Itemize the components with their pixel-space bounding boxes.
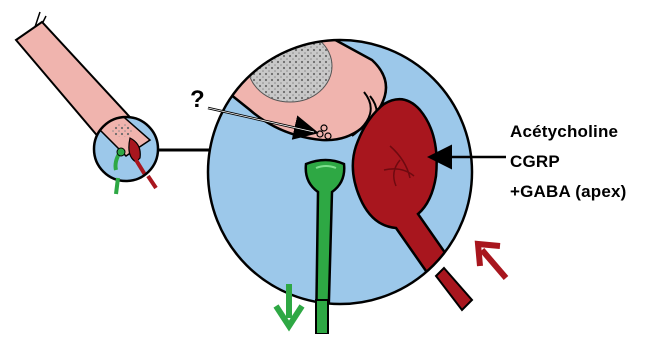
small-efferent-fiber [148, 176, 156, 188]
afferent-fiber [316, 300, 328, 334]
small-afferent-fiber [116, 178, 118, 194]
neurotransmitter-acetylcholine: Acétycholine [510, 122, 618, 142]
neurotransmitter-cgrp: CGRP [510, 152, 560, 172]
arrow-up-right-icon [478, 244, 506, 278]
question-mark-label: ? [190, 86, 205, 114]
neurotransmitter-gaba: +GABA (apex) [510, 182, 627, 202]
efferent-fiber [436, 268, 472, 310]
